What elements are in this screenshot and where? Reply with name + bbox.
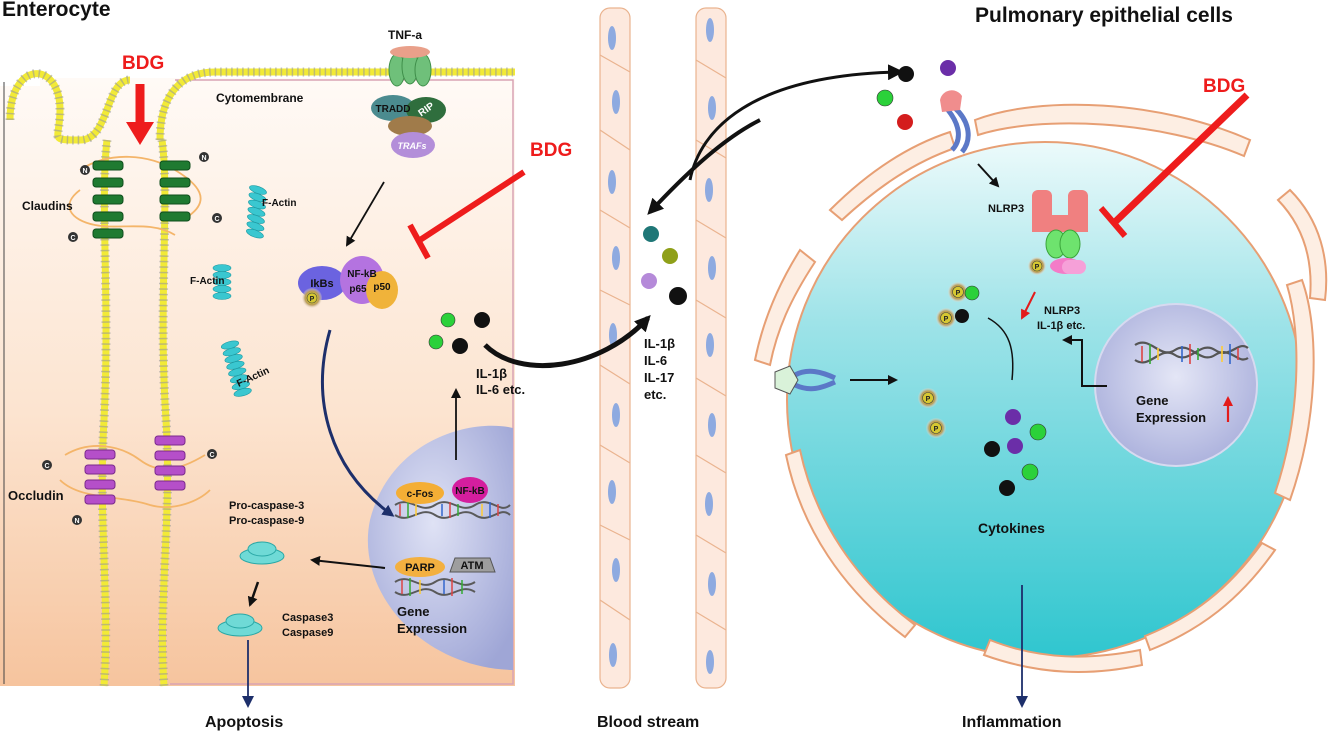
bdg-label-top: BDG (122, 53, 165, 74)
svg-text:N: N (74, 518, 79, 525)
nfkb-complex-icon (298, 256, 398, 309)
phospho-cytokine-particles (918, 282, 1047, 496)
svg-text:p50: p50 (373, 282, 391, 293)
svg-text:P: P (956, 290, 961, 297)
procaspase-label-line2: Pro-caspase-9 (229, 515, 305, 527)
extracellular-cytokines (876, 60, 956, 130)
svg-text:p65: p65 (349, 284, 367, 295)
inflammation-label: Inflammation (962, 714, 1062, 731)
svg-text:PARP: PARP (405, 562, 435, 574)
cell-membrane (5, 67, 515, 687)
nlrp3-inflammasome-icon (1028, 190, 1088, 275)
f-actin-label-1: F-Actin (262, 198, 297, 209)
svg-text:P: P (934, 426, 939, 433)
procaspase-label-line1: Pro-caspase-3 (229, 500, 305, 512)
svg-text:N: N (201, 155, 206, 162)
svg-text:NF-kB: NF-kB (347, 269, 376, 280)
blood-il-line4: etc. (644, 387, 667, 402)
cytokine-particle-icon (428, 312, 490, 354)
svg-text:IkBs: IkBs (310, 278, 333, 290)
phospho-labels: P P P P P P (310, 264, 1040, 433)
svg-text:c-Fos: c-Fos (407, 489, 434, 500)
pulmonary-title: Pulmonary epithelial cells (975, 4, 1233, 27)
nlrp3-target-label-line1: NLRP3 (1044, 305, 1081, 317)
svg-text:N: N (82, 168, 87, 175)
claudin-junction-icon (68, 155, 202, 239)
blood-il-line2: IL-6 (644, 353, 668, 368)
enterocyte-arrows (126, 84, 526, 708)
svg-text:TRAFs: TRAFs (398, 141, 427, 151)
svg-text:C: C (209, 452, 214, 459)
svg-text:C: C (70, 235, 75, 242)
il-label-line1: IL-1β (476, 366, 508, 381)
nlrp3-target-label-line2: IL-1β etc. (1037, 320, 1086, 332)
pulmonary-nucleus (1094, 303, 1258, 467)
membrane-receptor-icon (774, 90, 971, 395)
svg-text:C: C (44, 463, 49, 470)
claudins-label: Claudins (22, 199, 73, 213)
enterocyte-title: Enterocyte (2, 0, 111, 21)
pulmonary-arrows (850, 92, 1250, 708)
occludin-junction-icon (59, 435, 211, 508)
svg-text:TRADD: TRADD (376, 104, 411, 115)
terminus-marker-labels: N N C C C C N (44, 155, 219, 525)
enterocyte-gene-expression-line2: Expression (397, 621, 468, 636)
caspase-icon (217, 541, 285, 637)
svg-text:P: P (926, 396, 931, 403)
occludin-label: Occludin (8, 488, 64, 503)
bdg-label-middle: BDG (530, 140, 573, 161)
tnf-label: TNF-a (388, 28, 422, 42)
svg-text:P: P (310, 296, 315, 303)
pulmonary-gene-expression-line1: Gene (1136, 393, 1169, 408)
enterocyte-gene-expression-line1: Gene (397, 604, 430, 619)
apoptosis-label: Apoptosis (205, 714, 284, 731)
f-actin-icon (212, 185, 267, 397)
caspase-label-line2: Caspase9 (282, 627, 334, 639)
blood-il-line3: IL-17 (644, 370, 675, 385)
svg-text:C: C (214, 216, 219, 223)
pulmonary-cell (753, 103, 1328, 673)
svg-text:P: P (1035, 264, 1040, 271)
f-actin-label-2: F-Actin (190, 276, 225, 287)
bdg-label-pulmonary: BDG (1203, 76, 1246, 97)
nlrp3-label: NLRP3 (988, 203, 1025, 215)
svg-text:P: P (944, 316, 949, 323)
transport-arrows (483, 64, 904, 369)
blood-vessel (599, 7, 727, 689)
terminus-markers (42, 152, 222, 525)
blood-stream-label: Blood stream (597, 714, 700, 731)
dna-helix-icon (394, 477, 511, 596)
svg-text:NF-kB: NF-kB (455, 486, 484, 497)
tnf-receptor-icon (371, 46, 446, 158)
cytokines-label: Cytokines (978, 520, 1045, 536)
il-label-line2: IL-6 etc. (476, 382, 526, 397)
pulmonary-gene-expression-line2: Expression (1136, 410, 1207, 425)
caspase-label-line1: Caspase3 (282, 612, 334, 624)
svg-text:ATM: ATM (460, 560, 483, 572)
cytomembrane-label: Cytomembrane (216, 91, 304, 105)
blood-il-line1: IL-1β (644, 336, 676, 351)
